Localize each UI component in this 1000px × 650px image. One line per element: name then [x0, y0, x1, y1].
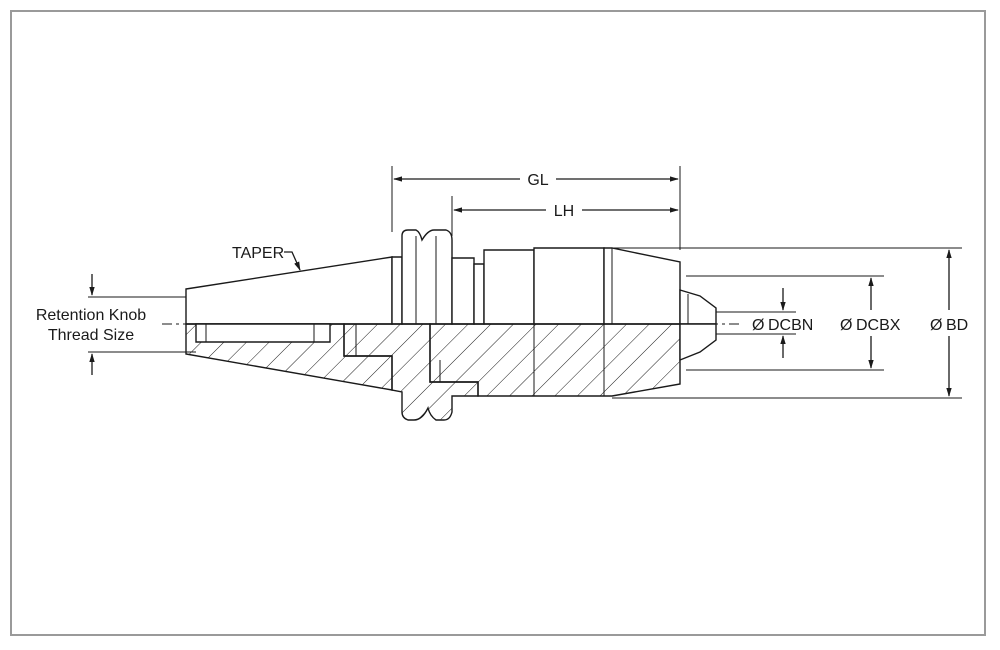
gl-label: GL: [527, 172, 548, 189]
dim-lh: [451, 196, 679, 236]
nut-body: [533, 247, 605, 325]
flange-v-groove: [401, 229, 453, 325]
retention-label-line2: Thread Size: [48, 327, 134, 344]
dim-retention-thread: [88, 274, 196, 375]
retention-label-line1: Retention Knob: [36, 307, 146, 324]
collet-tip-upper: [679, 289, 717, 325]
dcbn-label: DCBN: [768, 317, 813, 334]
holder-lower-half-section: [185, 323, 717, 421]
flange-neck: [391, 256, 403, 325]
dcbn-symbol: Ø: [752, 317, 764, 334]
lh-label: LH: [554, 203, 574, 220]
thread-bore: [195, 323, 331, 343]
bd-symbol: Ø: [930, 317, 942, 334]
dcbx-symbol: Ø: [840, 317, 852, 334]
holder-upper-half: [185, 229, 717, 325]
dim-gl: [391, 166, 681, 250]
taper-body: [185, 256, 393, 325]
collar: [483, 249, 535, 325]
collet-tip-lower: [679, 323, 717, 362]
bd-label: BD: [946, 317, 968, 334]
taper-label: TAPER: [232, 245, 284, 262]
dcbx-label: DCBX: [856, 317, 901, 334]
diameter-extension-lines: [612, 247, 962, 399]
flange-section: [343, 323, 479, 421]
nut-nose: [603, 247, 681, 325]
taper-leader: [284, 251, 301, 271]
shoulder: [451, 257, 475, 325]
